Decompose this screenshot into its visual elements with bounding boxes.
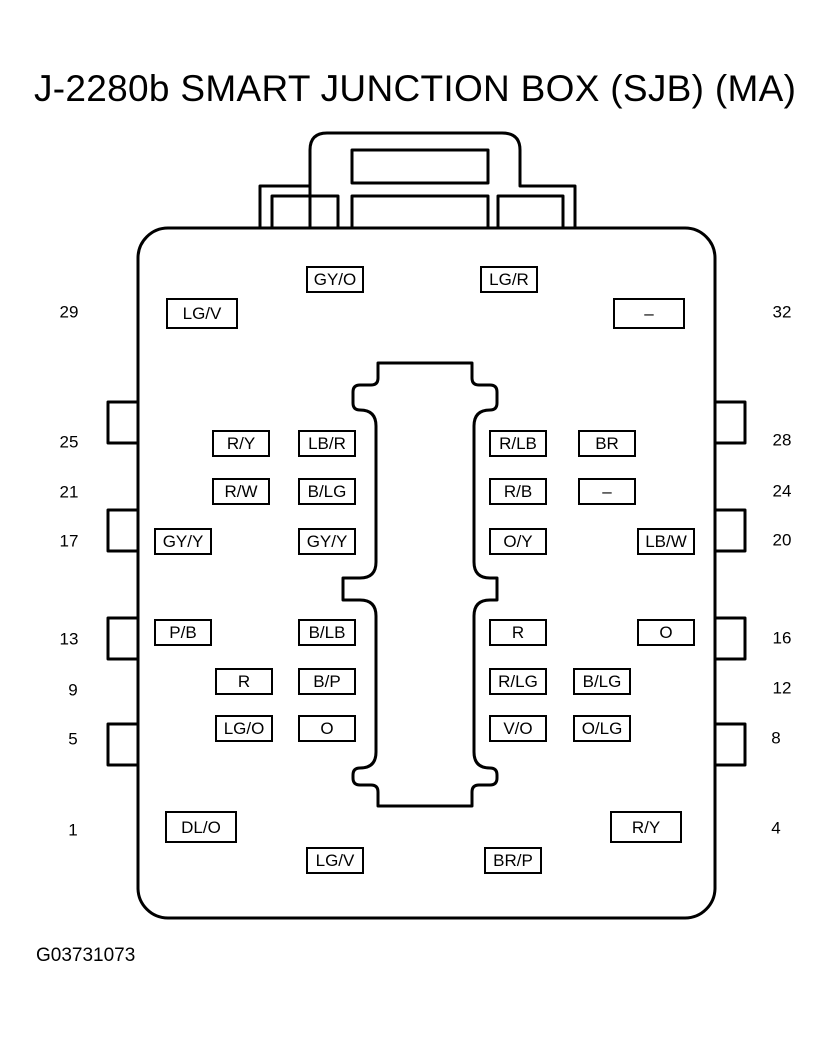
figure-id: G03731073 bbox=[36, 945, 136, 966]
wire-color-box: BR/P bbox=[484, 847, 542, 874]
wire-color-box: DL/O bbox=[165, 811, 237, 843]
wire-color-box: GY/O bbox=[306, 266, 364, 293]
pin-number-21: 21 bbox=[59, 482, 79, 502]
pin-number-25: 25 bbox=[59, 432, 79, 452]
wire-color-box: GY/Y bbox=[298, 528, 356, 555]
pin-number-4: 4 bbox=[771, 818, 781, 838]
wire-color-box: B/P bbox=[298, 668, 356, 695]
pin-number-8: 8 bbox=[771, 728, 781, 748]
wire-color-box: LG/V bbox=[306, 847, 364, 874]
wire-color-box: R/Y bbox=[610, 811, 682, 843]
pin-number-1: 1 bbox=[68, 820, 78, 840]
wire-color-box: LB/R bbox=[298, 430, 356, 457]
wire-color-box: R/LB bbox=[489, 430, 547, 457]
wire-color-box: BR bbox=[578, 430, 636, 457]
pin-number-28: 28 bbox=[772, 430, 792, 450]
pin-number-5: 5 bbox=[68, 729, 78, 749]
pin-number-29: 29 bbox=[59, 302, 79, 322]
pin-number-17: 17 bbox=[59, 531, 79, 551]
pin-number-24: 24 bbox=[772, 481, 792, 501]
wire-color-box: B/LB bbox=[298, 619, 356, 646]
wire-color-box: LG/V bbox=[166, 298, 238, 329]
pin-number-16: 16 bbox=[772, 628, 792, 648]
wire-color-box: P/B bbox=[154, 619, 212, 646]
wire-color-box: R bbox=[489, 619, 547, 646]
pin-number-20: 20 bbox=[772, 530, 792, 550]
wire-color-box: O/LG bbox=[573, 715, 631, 742]
pin-number-13: 13 bbox=[59, 629, 79, 649]
wire-color-box: O/Y bbox=[489, 528, 547, 555]
wire-color-box: R bbox=[215, 668, 273, 695]
wire-color-box: LB/W bbox=[637, 528, 695, 555]
wire-color-box: R/W bbox=[212, 478, 270, 505]
wire-color-box: GY/Y bbox=[154, 528, 212, 555]
wire-color-box: – bbox=[578, 478, 636, 505]
wire-color-box: O bbox=[298, 715, 356, 742]
wire-color-box: LG/O bbox=[215, 715, 273, 742]
pin-number-12: 12 bbox=[772, 678, 792, 698]
wire-color-box: B/LG bbox=[573, 668, 631, 695]
wire-color-box: V/O bbox=[489, 715, 547, 742]
wire-color-box: O bbox=[637, 619, 695, 646]
pin-number-9: 9 bbox=[68, 680, 78, 700]
wire-color-box: – bbox=[613, 298, 685, 329]
wire-color-box: LG/R bbox=[480, 266, 538, 293]
wire-color-box: R/Y bbox=[212, 430, 270, 457]
wire-color-box: R/B bbox=[489, 478, 547, 505]
diagram-title: J-2280b SMART JUNCTION BOX (SJB) (MA) bbox=[34, 68, 797, 109]
pin-number-32: 32 bbox=[772, 302, 792, 322]
wire-color-box: R/LG bbox=[489, 668, 547, 695]
wire-color-box: B/LG bbox=[298, 478, 356, 505]
